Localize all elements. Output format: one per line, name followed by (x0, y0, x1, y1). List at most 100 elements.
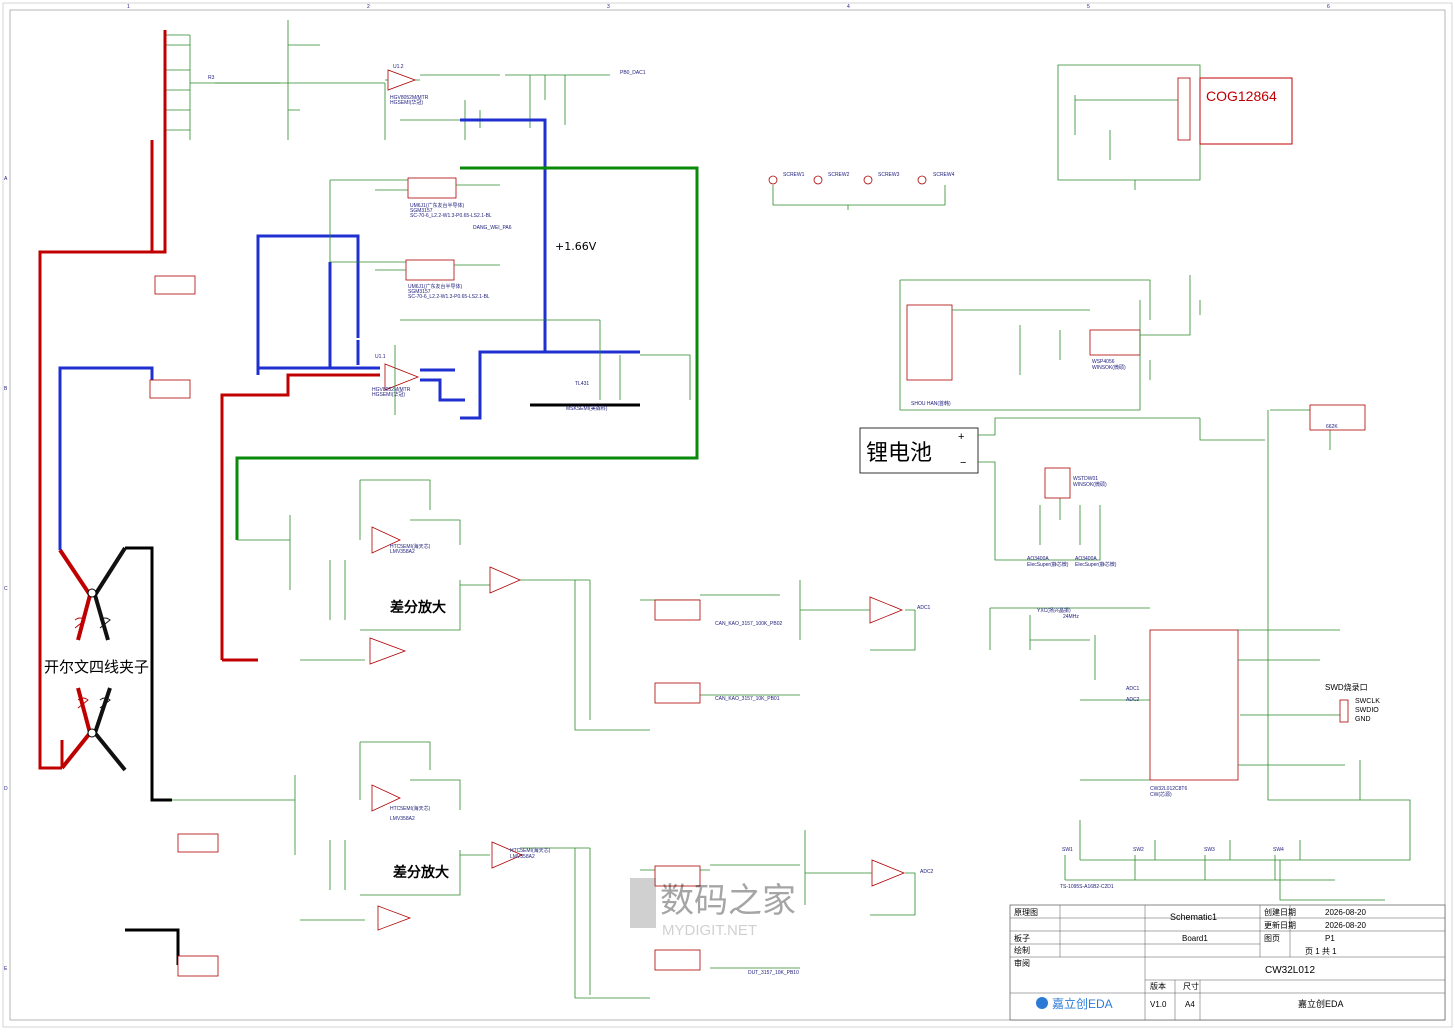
cog-display-title: COG12864 (1206, 88, 1277, 104)
kelvin-clip-drawing (58, 546, 127, 772)
grid-num-6: 6 (1327, 4, 1330, 10)
mcu-block (989, 410, 1411, 901)
grid-num-4: 4 (847, 4, 850, 10)
net-adc1: ADC1 (1126, 686, 1140, 692)
diff-amp-2-label: 差分放大 (393, 864, 449, 881)
svg-text:R3: R3 (208, 75, 215, 81)
button-sw2: SW2 (1133, 847, 1144, 853)
op-amp-mid-desc: HGSEMI(华冠) (372, 391, 405, 398)
op-amp-u1-2 (387, 69, 417, 91)
tl431-part: TL431 (575, 381, 589, 387)
crystal-part: YXC(扬兴晶振) (1037, 607, 1071, 614)
buttons (1064, 855, 1335, 881)
screws (768, 175, 946, 210)
battery-plus: + (958, 431, 964, 443)
charger-part: WSP4056 (1092, 359, 1115, 365)
kelvin-clip-label: 开尔文四线夹子 (44, 658, 149, 676)
screw-3: SCREW3 (878, 172, 900, 178)
net-can-kao-100k: CAN_KAO_3157_100K_PB02 (715, 621, 782, 627)
protect-part: WSTDW01 (1073, 476, 1098, 482)
input-network (164, 20, 610, 140)
op-amp-top-desc: HGSEMI(华冠) (390, 99, 423, 106)
ref-voltage-label: +1.66V (555, 240, 597, 253)
u7-pkg: SC-70-6_L2.2-W1.3-P0.65-LS2.1-BL (408, 294, 490, 300)
ref-network (394, 319, 691, 415)
watermark-text: 数码之家 (660, 881, 796, 921)
watermark-url: MYDIGIT.NET (662, 922, 757, 939)
net-can-kao-10k: CAN_KAO_3157_10K_PB01 (715, 696, 780, 702)
button-sw4: SW4 (1273, 847, 1284, 853)
analog-switches (329, 177, 500, 281)
mos-u14-part: AO3400A (1075, 556, 1097, 562)
mcu-part: CW32L012C8T6 (1150, 786, 1187, 792)
grid-letter-b: B (4, 386, 8, 392)
usb-charger-block (899, 275, 1201, 411)
grid-letter-d: D (4, 786, 8, 792)
swd-pin-gnd: GND (1355, 716, 1371, 723)
net-dang-wei: DANG_WEI_PA6 (473, 225, 512, 231)
mcu-desc: CW(芯源) (1150, 791, 1172, 798)
button-sw3: SW3 (1204, 847, 1215, 853)
amp-u4-1-part: HTC5EMI(海天芯) (390, 805, 431, 812)
tb-drawn-label: 绘制 (1014, 945, 1030, 955)
tb-review-label: 审阅 (1014, 958, 1030, 968)
swd-pin-clk: SWCLK (1355, 698, 1380, 705)
watermark (630, 878, 656, 928)
tb-created: 2026-08-20 (1325, 908, 1366, 917)
usb-desc: SHOU HAN(首韩) (911, 400, 951, 407)
net-adc2-left: ADC2 (920, 869, 934, 875)
u6-alt: SGM3157 (410, 208, 433, 214)
op-amp-mid-part: HGV8052M/MTR (372, 387, 411, 393)
jlc-logo-icon (1036, 997, 1048, 1009)
sheet-border (9, 9, 1446, 1021)
button-part: TS-1095S-A16B2-C2D1 (1060, 884, 1114, 890)
amp-u3-1-desc: LMV358A2 (390, 549, 415, 555)
cog-display-block (1057, 64, 1293, 190)
op-amp-top-ref: U1.2 (393, 64, 404, 70)
tb-sheet: P1 (1325, 934, 1335, 943)
probe-connectors (149, 275, 219, 977)
screw-1: SCREW1 (783, 172, 805, 178)
mos-u14-desc: ElecSuper(静芯微) (1075, 561, 1117, 568)
tb-size: A4 (1185, 1000, 1195, 1009)
tb-updated-label: 更新日期 (1264, 920, 1296, 930)
tl431-desc: MSKSEMI(美森科) (566, 405, 608, 412)
grid-letter-e: E (4, 966, 8, 972)
kelvin-wiring (38, 30, 699, 965)
u7-alt: SGM3157 (408, 289, 431, 295)
grid-num-1: 1 (127, 4, 130, 10)
op-amp-top-part: HGV8052M/MTR (390, 95, 429, 101)
tb-drawing: Schematic1 (1170, 912, 1217, 922)
title-block (1009, 904, 1446, 1021)
op-amp-mid-ref: U1.1 (375, 354, 386, 360)
grid-letter-a: A (4, 176, 8, 182)
tb-created-label: 创建日期 (1264, 907, 1296, 917)
screw-2: SCREW2 (828, 172, 850, 178)
amp-u5-1-part: HTC5EMI(海天芯) (510, 847, 551, 854)
tb-page: 页 1 共 1 (1305, 947, 1337, 956)
tb-updated: 2026-08-20 (1325, 921, 1366, 930)
grid-num-2: 2 (367, 4, 370, 10)
diff-amp-1-label: 差分放大 (390, 599, 446, 616)
amp-u3-1-part: HTC5EMI(海天芯) (390, 543, 431, 550)
u6-pkg: SC-70-6_L2.2-W1.3-P0.65-LS2.1-BL (410, 213, 492, 219)
grid-num-5: 5 (1087, 4, 1090, 10)
charger-desc: WINSOK(微硕) (1092, 364, 1126, 371)
battery-minus: − (960, 457, 966, 469)
battery-label: 锂电池 (866, 441, 932, 466)
tb-logo: 嘉立创EDA (1052, 996, 1113, 1011)
amp-u5-1-desc: LMV358A2 (510, 854, 535, 860)
tb-company: 嘉立创EDA (1298, 998, 1344, 1009)
tb-size-label: 尺寸 (1183, 981, 1199, 991)
screw-4: SCREW4 (933, 172, 955, 178)
protect-desc: WINSOK(微硕) (1073, 481, 1107, 488)
tb-board: Board1 (1182, 934, 1208, 943)
tb-title: CW32L012 (1265, 965, 1315, 976)
button-sw1: SW1 (1062, 847, 1073, 853)
crystal-freq: 24MHz (1063, 614, 1079, 620)
grid-letter-c: C (4, 586, 8, 592)
tb-drawing-label: 原理图 (1014, 908, 1038, 917)
